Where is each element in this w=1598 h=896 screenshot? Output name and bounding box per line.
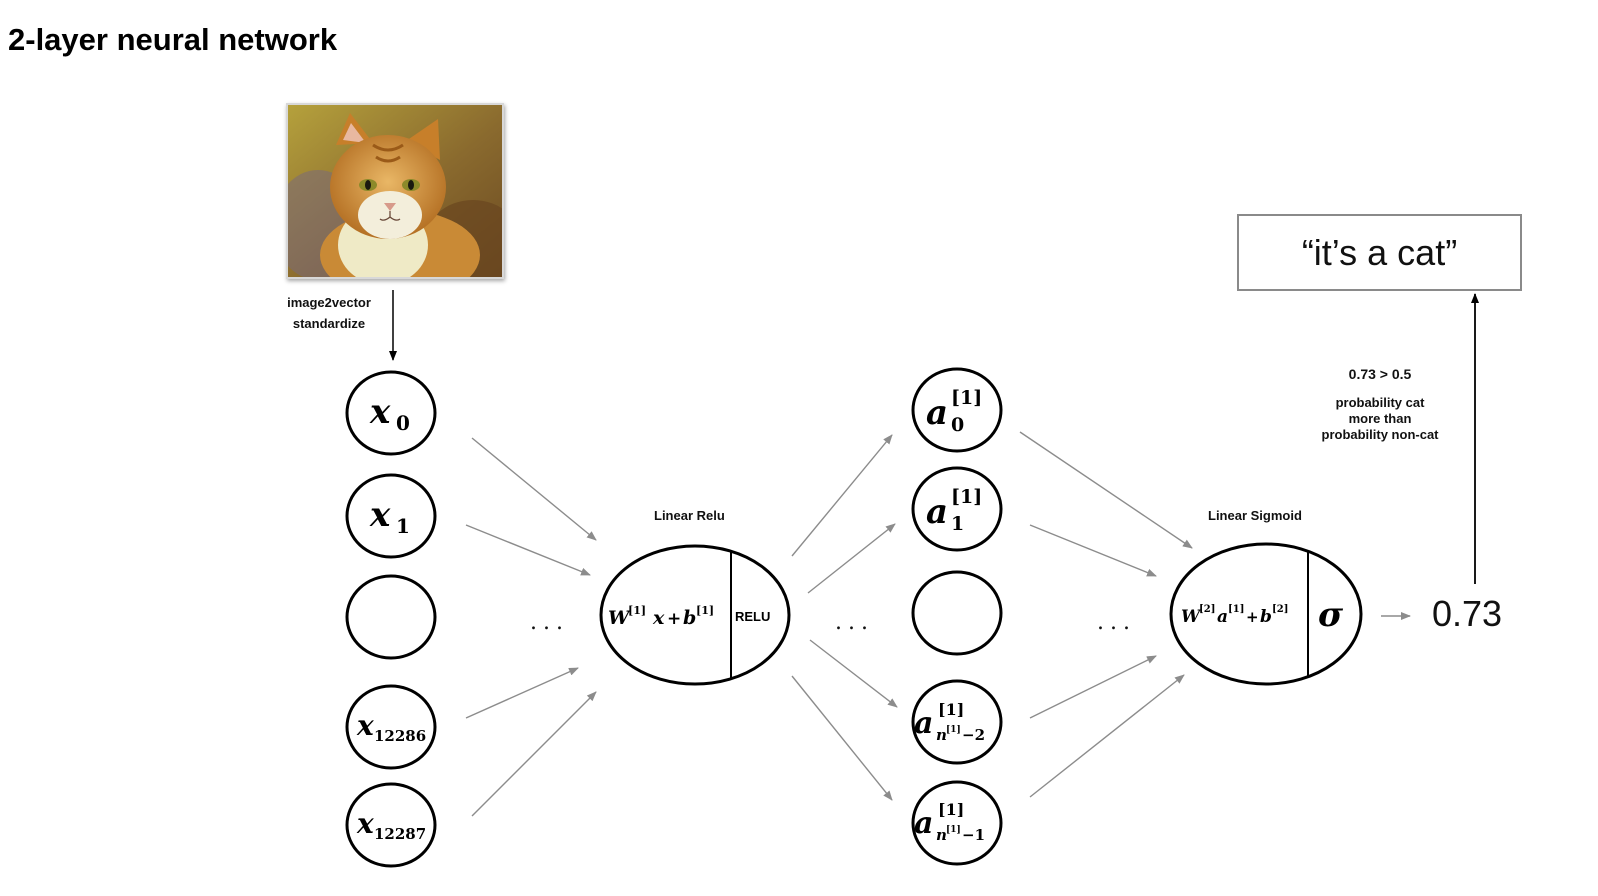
input-node-12286-sub: 12286 [374, 727, 426, 745]
input-node-0-sub: 0 [396, 411, 410, 435]
input-node-0-base: x [369, 392, 391, 432]
hidden-out-arrows [1019, 431, 1193, 798]
hidden-node-1-sub: 1 [951, 513, 964, 535]
explanation-line-3: probability non-cat [1321, 427, 1439, 442]
hidden-node-n-1-sup: [1] [938, 800, 964, 819]
layer1-activation: RELU [735, 609, 770, 624]
input-node-12287-base: x [356, 807, 374, 840]
ellipsis-hidden-out: ... [1097, 610, 1136, 635]
layer1-node: W [1] x + b [1] RELU [599, 544, 791, 686]
preprocess-line-2: standardize [292, 316, 366, 331]
threshold-text: 0.73 > 0.5 [1348, 366, 1412, 382]
hidden-node-1: a [1] 1 [911, 466, 1003, 552]
input-node-2 [345, 574, 437, 660]
hidden-node-n-1-sub: n [936, 826, 947, 844]
layer2-formula-bsup: [2] [1272, 604, 1288, 615]
hidden-node-n-1: a [1] n [1] −1 [911, 780, 1003, 866]
ellipsis-hidden-in: ... [835, 610, 874, 635]
hidden-node-n-1-base: a [914, 806, 933, 841]
input-arrows [465, 437, 597, 817]
hidden-node-n-1-subsup: [1] [946, 825, 961, 835]
layer2-formula-a: a [1217, 607, 1228, 627]
input-node-12286: x 12286 [345, 684, 437, 770]
output-value: 0.73 [1432, 593, 1503, 634]
layer1-formula-wsup: [1] [628, 604, 646, 617]
hidden-node-n-2-subtail: −2 [962, 726, 985, 744]
ellipsis-inputs: ... [530, 610, 569, 635]
hidden-node-1-base: a [926, 492, 948, 532]
hidden-node-n-2: a [1] n [1] −2 [911, 679, 1003, 765]
layer2-activation: σ [1318, 595, 1344, 635]
layer1-formula-b: b [683, 607, 696, 629]
input-node-1-base: x [369, 495, 391, 535]
input-node-0: x 0 [345, 370, 437, 456]
layer2-node: W [2] a [1] + b [2] σ [1169, 542, 1363, 686]
hidden-node-n-1-subtail: −1 [962, 826, 985, 844]
hidden-node-0-sup: [1] [951, 387, 982, 409]
layer2-formula-plus: + [1246, 608, 1259, 626]
input-node-12287: x 12287 [345, 782, 437, 868]
hidden-node-0-sub: 0 [951, 414, 964, 436]
explanation-line-1: probability cat [1335, 395, 1425, 410]
cat-photo [286, 103, 504, 279]
hidden-node-n-2-sup: [1] [938, 700, 964, 719]
input-node-12286-base: x [356, 709, 374, 742]
hidden-node-2 [911, 570, 1003, 656]
hidden-node-n-2-sub: n [936, 726, 947, 744]
layer2-formula-w: W [1181, 607, 1202, 627]
layer2-formula-b: b [1260, 607, 1272, 627]
hidden-node-n-2-subsup: [1] [946, 725, 961, 735]
layer1-formula-plus: + [667, 609, 681, 629]
hidden-node-0-base: a [926, 393, 948, 433]
hidden-in-arrows [791, 434, 898, 801]
explanation-text: probability cat more than probability no… [1300, 395, 1460, 443]
explanation-line-2: more than [1348, 411, 1412, 426]
layer2-label: Linear Sigmoid [1208, 508, 1302, 523]
layer2-formula-asup: [1] [1228, 604, 1244, 615]
layer2-formula-wsup: [2] [1199, 604, 1215, 615]
layer1-formula-bsup: [1] [696, 604, 714, 617]
preprocess-label: image2vector standardize [274, 292, 384, 334]
layer1-label: Linear Relu [654, 508, 725, 523]
hidden-node-1-sup: [1] [951, 486, 982, 508]
result-box: “it’s a cat” [1237, 214, 1522, 291]
input-node-1: x 1 [345, 473, 437, 559]
input-node-1-sub: 1 [396, 514, 410, 538]
hidden-node-n-2-base: a [914, 706, 933, 741]
page-title: 2-layer neural network [8, 22, 338, 57]
input-node-12287-sub: 12287 [374, 825, 426, 843]
hidden-node-0: a [1] 0 [911, 367, 1003, 453]
preprocess-line-1: image2vector [287, 295, 371, 310]
layer1-formula-x: x [652, 607, 665, 629]
layer1-formula-w: W [608, 607, 631, 629]
